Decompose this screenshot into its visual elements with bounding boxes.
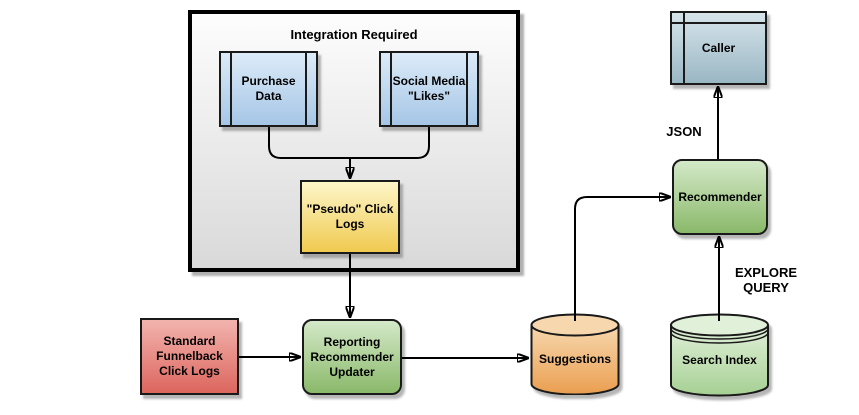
recommender-label: Recommender: [678, 189, 762, 204]
standard-funnelback-click-logs-label: Standard Funnelback Click Logs: [156, 334, 223, 378]
component-left-bar: [230, 53, 232, 125]
caller-left-divider: [683, 13, 685, 83]
component-right-bar: [466, 53, 468, 125]
node-standard-funnelback-click-logs: Standard Funnelback Click Logs: [140, 318, 239, 395]
node-purchase-data: Purchase Data: [219, 51, 318, 127]
pseudo-click-logs-label: "Pseudo" Click Logs: [306, 202, 394, 231]
reporting-recommender-updater-label: Reporting Recommender Updater: [310, 334, 394, 379]
component-right-bar: [305, 53, 307, 125]
node-recommender: Recommender: [672, 159, 768, 235]
purchase-data-label: Purchase Data: [241, 74, 296, 103]
edge-label-explore-query: EXPLORE QUERY: [734, 265, 798, 295]
node-pseudo-click-logs: "Pseudo" Click Logs: [300, 180, 400, 254]
component-left-bar: [390, 53, 392, 125]
node-suggestions-database: Suggestions: [530, 313, 620, 395]
caller-label: Caller: [701, 40, 736, 55]
node-search-index-database: Search Index: [669, 313, 770, 397]
node-caller: Caller: [670, 11, 767, 85]
social-media-likes-label: Social Media "Likes": [392, 74, 466, 103]
suggestions-label: Suggestions: [538, 351, 611, 366]
edge-suggestions-to-recommender: [574, 197, 670, 321]
node-social-media-likes: Social Media "Likes": [379, 51, 479, 127]
stacked-cylinder-shape: [670, 313, 769, 397]
search-index-label: Search Index: [682, 352, 757, 367]
node-reporting-recommender-updater: Reporting Recommender Updater: [302, 319, 402, 395]
caller-top-divider: [672, 22, 765, 24]
frame-title: Integration Required: [290, 27, 418, 42]
edge-label-json: JSON: [666, 124, 702, 139]
